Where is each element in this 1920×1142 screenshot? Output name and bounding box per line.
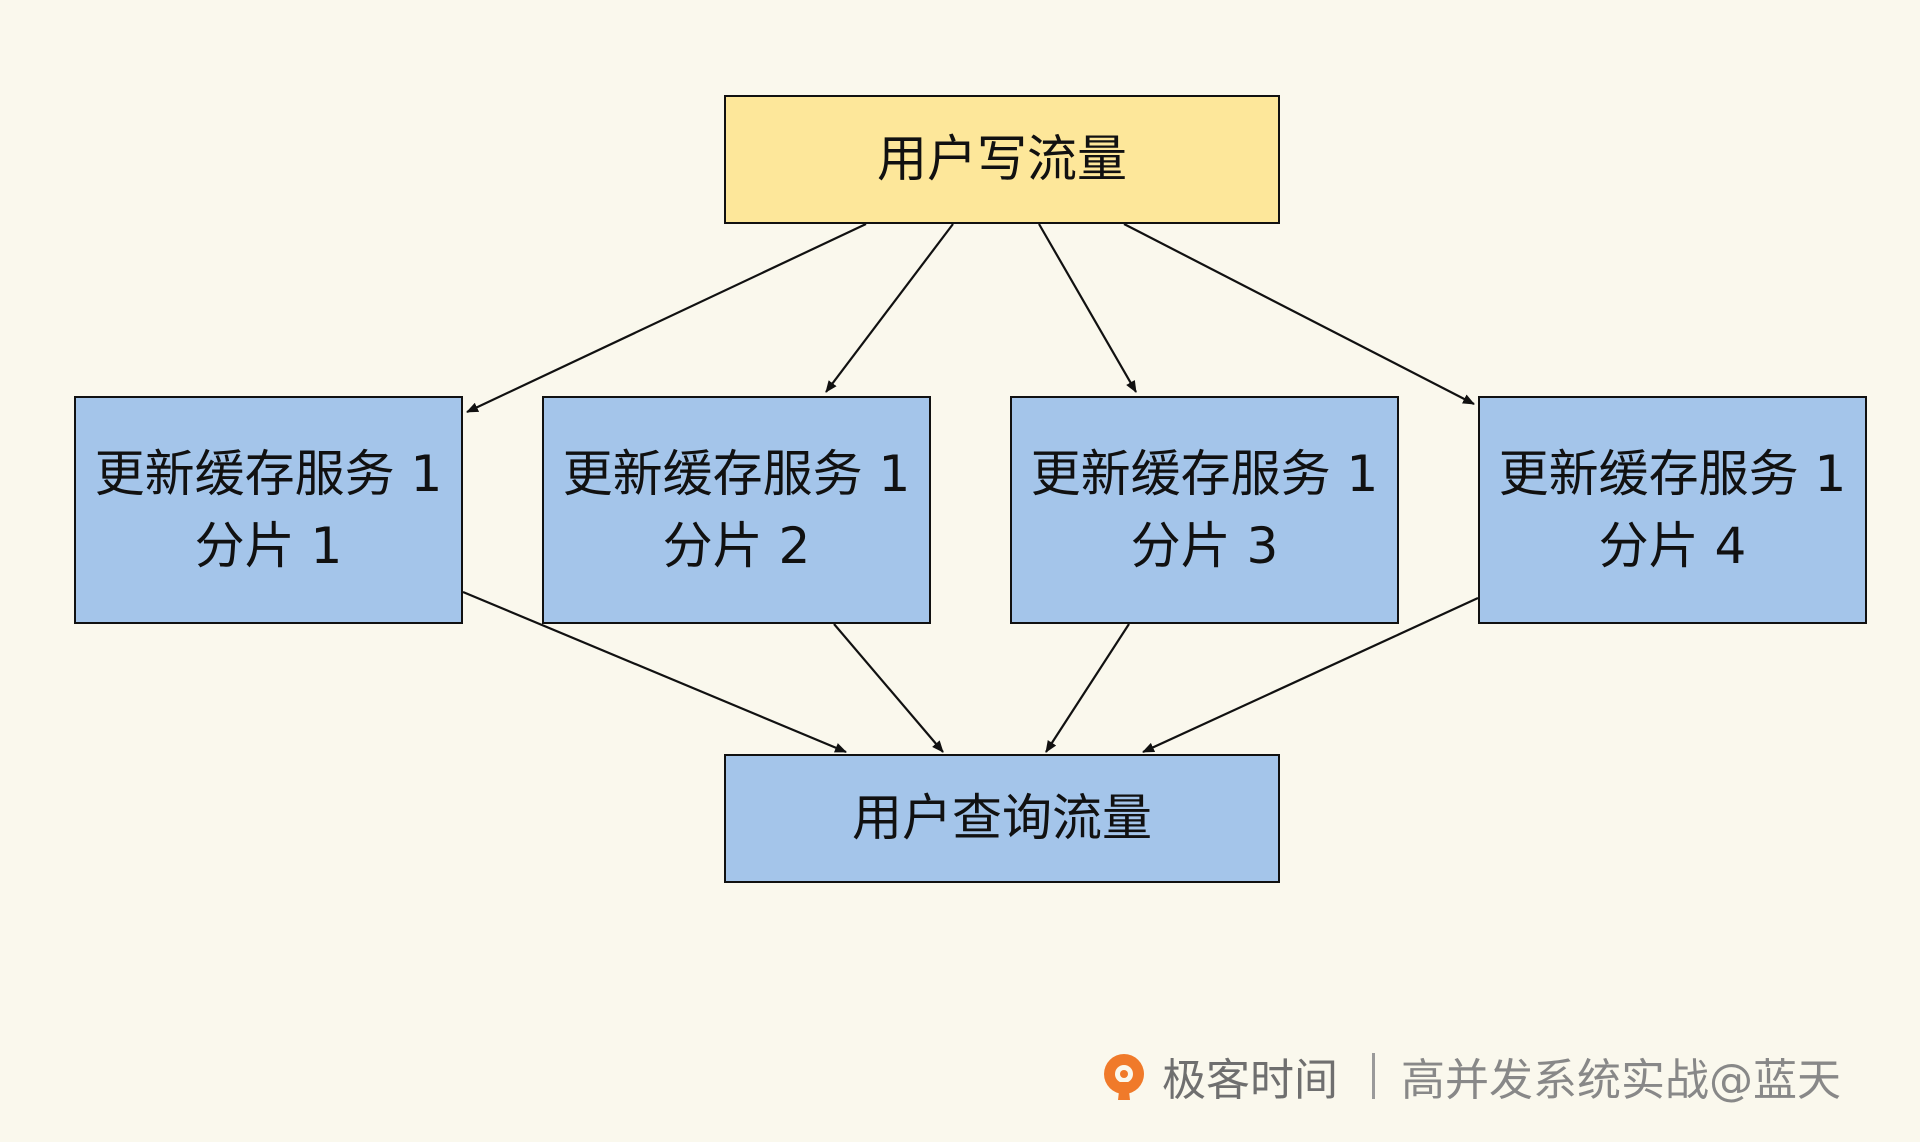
cache-update-shard-1-node: 更新缓存服务 1 分片 1 [74,396,463,624]
shard-2-service-label: 更新缓存服务 1 [562,444,911,503]
arrow-shard-1-to-sink [462,590,847,754]
arrow-source-to-shard-3 [1038,223,1137,393]
watermark-separator [1372,1053,1375,1099]
write-traffic-label: 用户写流量 [877,130,1127,189]
geektime-logo-icon [1104,1054,1144,1100]
cache-update-shard-4-node: 更新缓存服务 1 分片 4 [1478,396,1867,624]
edges [462,223,1479,754]
shard-3-service-label: 更新缓存服务 1 [1030,444,1379,503]
arrow-source-to-shard-4 [1123,223,1475,405]
watermark-brand: 极客时间 [1162,1055,1338,1106]
cache-update-shard-3-node: 更新缓存服务 1 分片 3 [1010,396,1399,624]
shard-4-number-label: 分片 4 [1598,517,1747,575]
shard-1-service-label: 更新缓存服务 1 [94,444,443,503]
watermark: 极客时间 高并发系统实战@蓝天 [1096,1044,1841,1108]
shard-4-service-label: 更新缓存服务 1 [1498,444,1847,503]
arrow-source-to-shard-1 [466,223,867,413]
shard-3-number-label: 分片 3 [1130,517,1279,575]
arrow-source-to-shard-2 [825,223,954,393]
arrow-shard-3-to-sink [1045,623,1130,753]
arrow-shard-2-to-sink [833,623,944,753]
shard-2-number-label: 分片 2 [662,517,811,575]
write-traffic-node: 用户写流量 [724,95,1280,224]
query-traffic-label: 用户查询流量 [852,789,1152,848]
arrow-shard-4-to-sink [1142,597,1479,753]
query-traffic-node: 用户查询流量 [724,754,1280,883]
shard-1-number-label: 分片 1 [194,517,343,575]
cache-update-shard-2-node: 更新缓存服务 1 分片 2 [542,396,931,624]
watermark-text: 高并发系统实战@蓝天 [1401,1055,1841,1106]
